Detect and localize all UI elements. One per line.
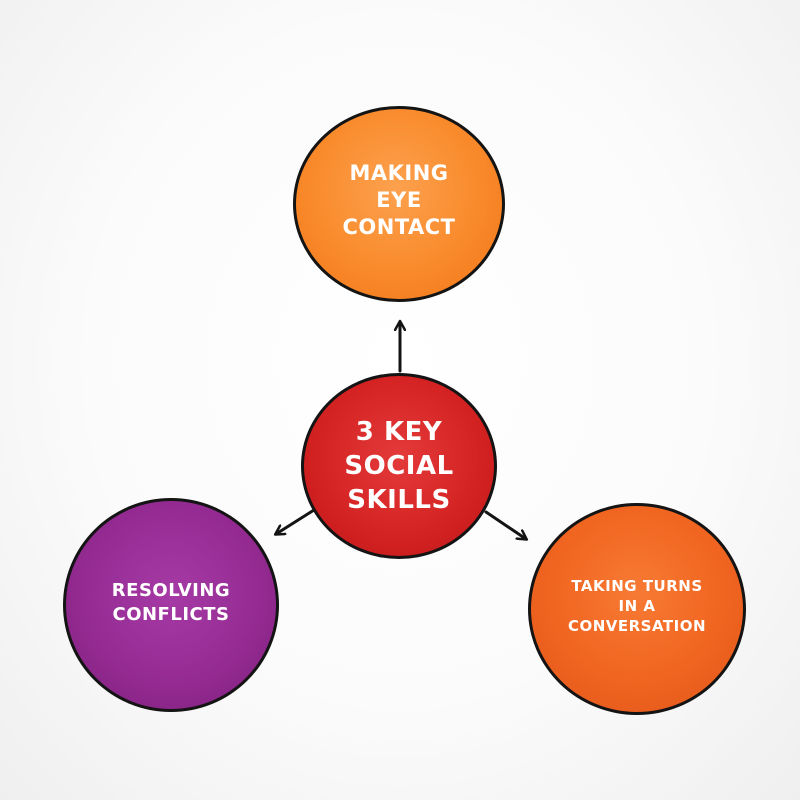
arrow-to-right xyxy=(484,510,526,539)
node-label-right: TAKING TURNS IN A CONVERSATION xyxy=(567,577,707,635)
arrow-to-left xyxy=(276,508,316,534)
node-label-center: 3 KEY SOCIAL SKILLS xyxy=(344,417,454,515)
node-3-key-social-skills: 3 KEY SOCIAL SKILLS xyxy=(301,373,497,559)
node-label-top: MAKING EYE CONTACT xyxy=(342,160,456,239)
node-making-eye-contact: MAKING EYE CONTACT xyxy=(293,106,505,302)
node-resolving-conflicts: RESOLVING CONFLICTS xyxy=(63,498,279,712)
node-label-left: RESOLVING CONFLICTS xyxy=(111,580,231,625)
node-taking-turns: TAKING TURNS IN A CONVERSATION xyxy=(528,503,746,715)
